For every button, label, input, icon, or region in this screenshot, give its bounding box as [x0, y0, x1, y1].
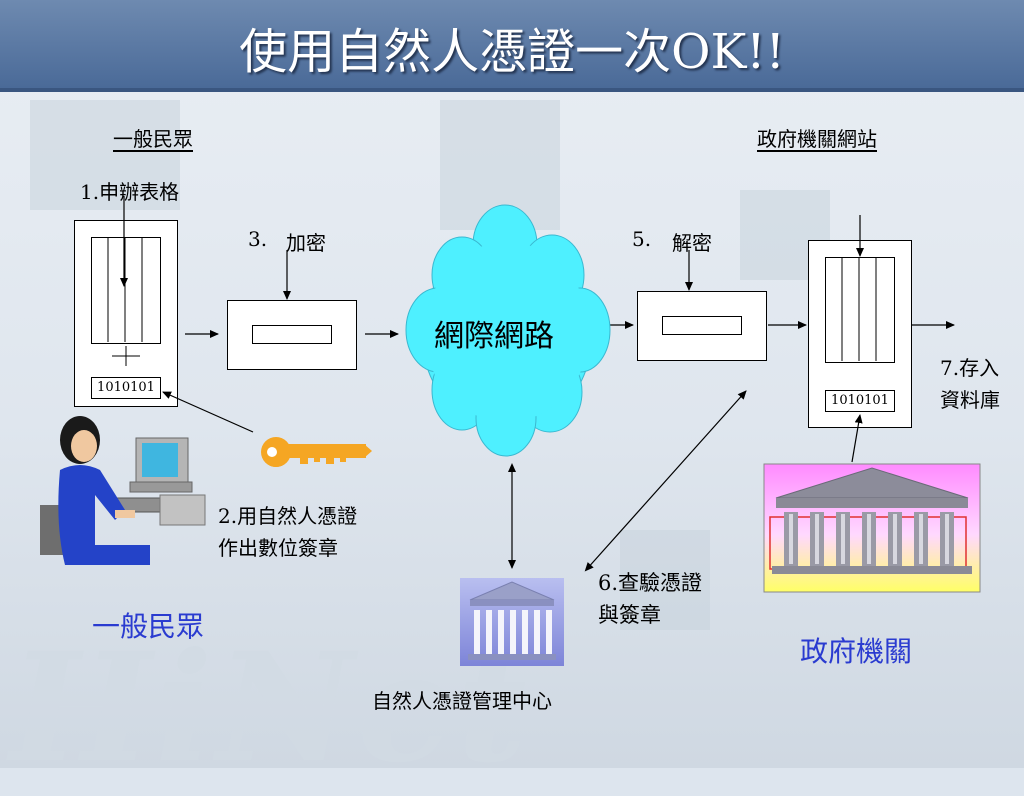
step3-label: 加密 — [286, 231, 326, 255]
internet-label: 網際網路 — [434, 319, 554, 354]
step7-label-line1: 7.存入 — [940, 356, 1000, 380]
internet-cloud — [405, 204, 611, 457]
step2-label-line1: 2.用自然人憑證 — [218, 504, 358, 528]
encrypted-data — [252, 325, 332, 344]
government-building-icon — [763, 463, 981, 593]
bg-tile — [30, 100, 180, 210]
diagram-graphics — [40, 196, 981, 666]
citizen-at-computer-icon — [40, 416, 206, 565]
form-field-lines-left — [107, 237, 143, 366]
page-title: 使用自然人憑證一次OK!! — [239, 24, 785, 80]
step7-label-line2: 資料庫 — [940, 388, 1000, 412]
step2-label-line2: 作出數位簽章 — [218, 536, 338, 560]
gov-caption: 政府機關 — [800, 635, 913, 668]
key-icon — [261, 437, 372, 468]
step5-label: 解密 — [672, 231, 712, 255]
citizen-header: 一般民眾 — [113, 127, 193, 151]
signature-code-left: 1010101 — [91, 377, 161, 399]
step3-number: 3. — [248, 227, 268, 251]
arrow-gov-to-form — [851, 414, 863, 463]
citizen-caption: 一般民眾 — [92, 610, 205, 643]
signature-code-right: 1010101 — [825, 390, 895, 412]
decrypted-data — [662, 316, 742, 335]
step6-label-line2: 與簽章 — [598, 603, 661, 627]
arrow-key-to-signature — [162, 391, 254, 433]
step5-number: 5. — [632, 227, 652, 251]
form-field-lines-right — [841, 257, 877, 361]
ca-center-label: 自然人憑證管理中心 — [372, 689, 552, 713]
title-bar: 使用自然人憑證一次OK!! — [0, 0, 1024, 92]
step6-label-line1: 6.查驗憑證 — [598, 571, 703, 595]
gov-site-header: 政府機關網站 — [757, 127, 877, 151]
step1-label: 1.申辦表格 — [80, 180, 180, 204]
received-form-fields — [825, 257, 895, 363]
watermark: HiNet — [10, 620, 531, 796]
ca-center-building-icon — [460, 578, 564, 666]
arrow-verify — [584, 390, 747, 572]
form-fields — [91, 237, 161, 344]
